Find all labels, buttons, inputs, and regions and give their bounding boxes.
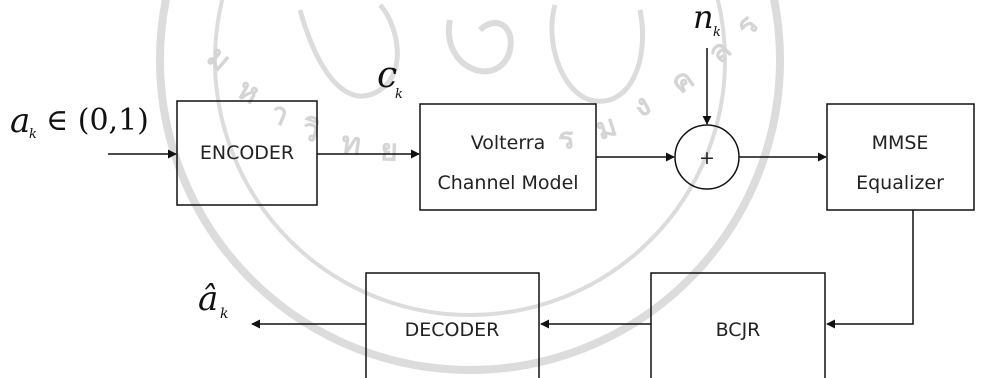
svg-text:ง: ง bbox=[627, 87, 656, 125]
output-subscript: k bbox=[220, 306, 228, 322]
input-subscript: k bbox=[29, 127, 37, 142]
mmse-equalizer-label-line1: MMSE bbox=[872, 132, 929, 154]
svg-text:ห: ห bbox=[231, 72, 266, 112]
equalizer-to-bcjr-arrow bbox=[827, 210, 913, 324]
noise-symbol: n bbox=[693, 0, 714, 36]
mmse-equalizer-block bbox=[827, 104, 974, 210]
svg-text:วิ: วิ bbox=[297, 112, 323, 150]
input-symbol: a bbox=[10, 101, 30, 141]
channel-model-label-line2: Channel Model bbox=[437, 172, 578, 194]
svg-text:ม: ม bbox=[200, 39, 238, 79]
mmse-equalizer-label-line2: Equalizer bbox=[856, 172, 944, 194]
noise-subscript: k bbox=[713, 25, 721, 40]
output-symbol: â bbox=[198, 279, 218, 319]
bcjr-label: BCJR bbox=[716, 319, 761, 341]
channel-model-label-line1: Volterra bbox=[471, 132, 546, 154]
decoder-label: DECODER bbox=[405, 319, 500, 341]
input-set: ∈ (0,1) bbox=[46, 103, 149, 138]
svg-text:ร: ร bbox=[729, 9, 767, 43]
svg-text:ร: ร bbox=[555, 121, 577, 158]
output-signal-label: â k bbox=[198, 279, 228, 322]
noise-signal-label: n k bbox=[693, 0, 721, 40]
encoder-label: ENCODER bbox=[200, 142, 294, 164]
svg-text:ค: ค bbox=[664, 61, 701, 101]
svg-text:ย: ย bbox=[380, 133, 399, 169]
coded-subscript: k bbox=[395, 87, 403, 102]
input-signal-label: a k ∈ (0,1) bbox=[10, 101, 149, 142]
svg-text:ท: ท bbox=[339, 125, 363, 162]
adder-symbol: + bbox=[699, 147, 715, 169]
